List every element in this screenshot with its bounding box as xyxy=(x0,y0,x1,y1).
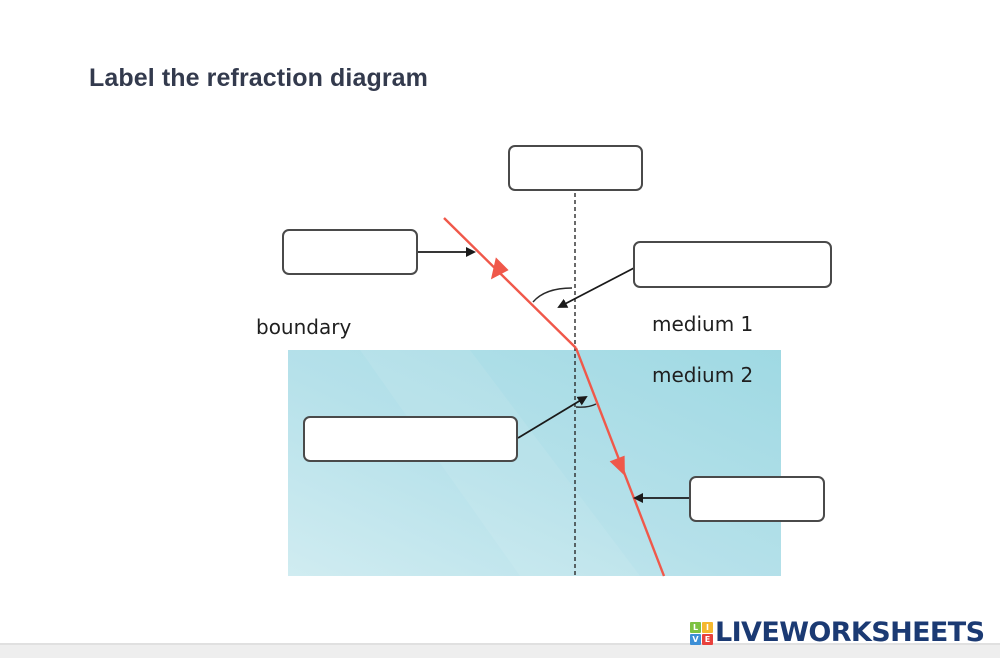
liveworksheets-brand[interactable]: L I V E LIVEWORKSHEETS xyxy=(690,617,985,648)
logo-letter-e: E xyxy=(702,633,713,645)
logo-letter-v: V xyxy=(690,633,701,645)
logo-letter-l: L xyxy=(690,621,701,633)
page-title: Label the refraction diagram xyxy=(89,64,428,92)
logo-letter-i: I xyxy=(702,621,713,633)
boundary-label: boundary xyxy=(256,315,352,339)
medium-2-region xyxy=(288,350,781,576)
incident-ray-arrow-icon xyxy=(490,257,509,280)
refracted-ray-arrow-icon xyxy=(609,455,625,476)
incident-ray-line xyxy=(443,217,577,349)
footer-bar xyxy=(0,643,1000,658)
liveworksheets-logo-icon: L I V E xyxy=(690,621,713,645)
angle-of-incidence-pointer-arrow xyxy=(557,267,635,308)
drop-zone-angle-of-refraction[interactable] xyxy=(303,416,518,462)
medium-2-label: medium 2 xyxy=(652,363,754,387)
brand-name: LIVEWORKSHEETS xyxy=(715,617,985,648)
drop-zone-refracted-ray[interactable] xyxy=(689,476,825,522)
medium-1-label: medium 1 xyxy=(652,312,754,336)
angle-of-refraction-arc xyxy=(575,403,597,408)
angle-of-refraction-pointer-arrow xyxy=(517,395,588,439)
drop-zone-angle-of-incidence[interactable] xyxy=(633,241,832,288)
drop-zone-incident-ray[interactable] xyxy=(282,229,418,275)
medium-2-sheen xyxy=(360,350,640,576)
angle-of-incidence-arc xyxy=(532,287,573,303)
drop-zone-normal[interactable] xyxy=(508,145,643,191)
